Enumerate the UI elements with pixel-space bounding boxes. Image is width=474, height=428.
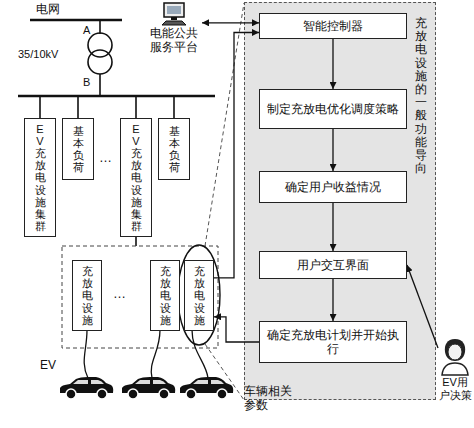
label: 车辆相关参数 bbox=[244, 384, 294, 413]
flow-arrow bbox=[332, 39, 333, 89]
user-icon bbox=[438, 336, 472, 376]
platform-node: 电能公共服务平台 bbox=[146, 2, 202, 75]
facility-box: 充放电设施 bbox=[150, 260, 180, 331]
node-text: EV充放电设施集群 bbox=[131, 123, 142, 232]
process-box: 确定用户收益情况 bbox=[259, 171, 407, 203]
label: 电网 bbox=[36, 2, 60, 16]
flow-arrow bbox=[214, 33, 259, 278]
label: EV bbox=[40, 358, 56, 372]
node-text: 充放电设施 bbox=[194, 265, 205, 325]
flow-arrow bbox=[214, 317, 259, 342]
wire bbox=[99, 20, 101, 34]
node-text: 充放电设施的一般功能导向 bbox=[415, 17, 427, 175]
flow-arrow bbox=[202, 22, 259, 23]
node-text: 基本负荷 bbox=[169, 125, 180, 173]
node-text: 确定用户收益情况 bbox=[281, 180, 385, 194]
zoom-line bbox=[205, 3, 244, 246]
ev-car bbox=[60, 377, 113, 399]
label: 35/10kV bbox=[18, 48, 58, 61]
node-text: 确定充放电计划并开始执行 bbox=[260, 328, 406, 357]
ev-car bbox=[180, 377, 233, 399]
node-text: 智能控制器 bbox=[299, 19, 367, 33]
bus-b bbox=[18, 95, 215, 98]
charging-cable bbox=[84, 330, 88, 378]
grid-bus bbox=[30, 19, 122, 22]
node-text: EV用户决策 bbox=[438, 376, 472, 402]
wire bbox=[77, 96, 79, 118]
facility-box: EV充放电设施集群 bbox=[120, 118, 152, 237]
node-text: 充放电设施 bbox=[82, 265, 93, 325]
node-text: 制定充放电优化调度策略 bbox=[263, 102, 403, 116]
charging-cable bbox=[192, 330, 208, 378]
process-box: 用户交互界面 bbox=[259, 251, 407, 279]
charging-cable bbox=[151, 330, 160, 378]
computer-icon bbox=[159, 2, 189, 26]
wire bbox=[135, 96, 137, 118]
flow-arrow bbox=[332, 203, 333, 251]
process-box: 制定充放电优化调度策略 bbox=[259, 89, 407, 129]
wire bbox=[173, 96, 175, 118]
node-text: 电能公共服务平台 bbox=[146, 26, 202, 55]
flow-arrow bbox=[332, 129, 333, 171]
flow-arrow bbox=[332, 279, 333, 321]
label: A bbox=[83, 24, 90, 37]
label: … bbox=[99, 150, 112, 166]
highlight-ellipse bbox=[178, 245, 220, 345]
function-panel: 充放电设施的一般功能导向 智能控制器制定充放电优化调度策略确定用户收益情况用户交互… bbox=[244, 2, 436, 400]
label: … bbox=[113, 286, 126, 302]
facility-box: EV充放电设施集群 bbox=[24, 118, 56, 237]
facility-box: 基本负荷 bbox=[158, 118, 190, 180]
flow-arrow bbox=[407, 265, 438, 348]
user-node: EV用户决策 bbox=[438, 336, 472, 416]
node-text: EV充放电设施集群 bbox=[35, 123, 46, 232]
node-text: 充放电设施 bbox=[160, 265, 171, 325]
facility-box: 基本负荷 bbox=[62, 118, 94, 180]
facility-box: 充放电设施 bbox=[72, 260, 102, 331]
node-text: 基本负荷 bbox=[73, 125, 84, 173]
cluster-frame bbox=[62, 246, 218, 348]
wire bbox=[39, 96, 41, 118]
wire bbox=[135, 236, 137, 246]
node-text: 用户交互界面 bbox=[293, 258, 373, 272]
wire bbox=[99, 74, 101, 96]
process-box: 智能控制器 bbox=[259, 13, 407, 39]
label: B bbox=[83, 76, 90, 89]
transformer-winding bbox=[88, 50, 112, 74]
ev-car bbox=[122, 377, 175, 399]
facility-box: 充放电设施 bbox=[184, 260, 214, 331]
process-box: 确定充放电计划并开始执行 bbox=[259, 321, 407, 363]
